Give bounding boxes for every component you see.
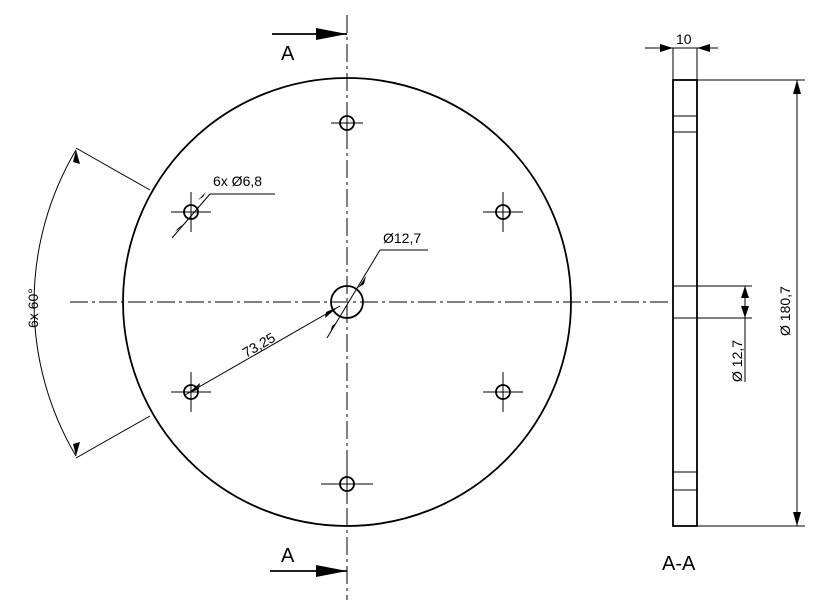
thickness-dimension: 10 bbox=[645, 31, 718, 80]
section-mark-bottom-label: A bbox=[281, 545, 295, 567]
bolt-hole-top bbox=[331, 107, 363, 139]
bolt-hole-upper-right bbox=[483, 192, 523, 232]
center-bore-callout: Ø12,7 bbox=[326, 230, 428, 339]
section-outline bbox=[672, 79, 698, 527]
front-view: 6x Ø6,8 Ø12,7 73,25 6x 60° bbox=[25, 15, 670, 600]
center-bore-label: Ø12,7 bbox=[383, 230, 421, 246]
center-bore bbox=[330, 285, 364, 319]
pitch-radius-dimension: 73,25 bbox=[184, 305, 341, 396]
bolt-hole-lower-right bbox=[483, 372, 523, 412]
section-mark-top: A bbox=[272, 28, 347, 65]
thickness-label: 10 bbox=[676, 31, 692, 47]
section-mark-bottom: A bbox=[270, 545, 347, 577]
bolt-hole-bottom bbox=[321, 464, 373, 504]
outer-diameter-label: Ø 180,7 bbox=[777, 286, 793, 336]
hole-pattern-callout: 6x Ø6,8 bbox=[171, 173, 275, 239]
bolt-hole-upper-left bbox=[171, 192, 211, 232]
section-mark-top-label: A bbox=[281, 43, 295, 65]
pitch-radius-label: 73,25 bbox=[240, 329, 279, 360]
hole-pattern-label: 6x Ø6,8 bbox=[213, 173, 262, 189]
bore-section-dimension: Ø 12,7 bbox=[697, 285, 752, 382]
angular-label: 6x 60° bbox=[25, 288, 41, 328]
section-view: 10 Ø 180,7 Ø 12,7 A-A bbox=[645, 31, 805, 575]
section-view-label: A-A bbox=[662, 553, 696, 575]
angular-dimension: 6x 60° bbox=[25, 147, 151, 459]
bore-section-label: Ø 12,7 bbox=[729, 340, 745, 382]
outer-diameter-dimension: Ø 180,7 bbox=[697, 79, 805, 527]
